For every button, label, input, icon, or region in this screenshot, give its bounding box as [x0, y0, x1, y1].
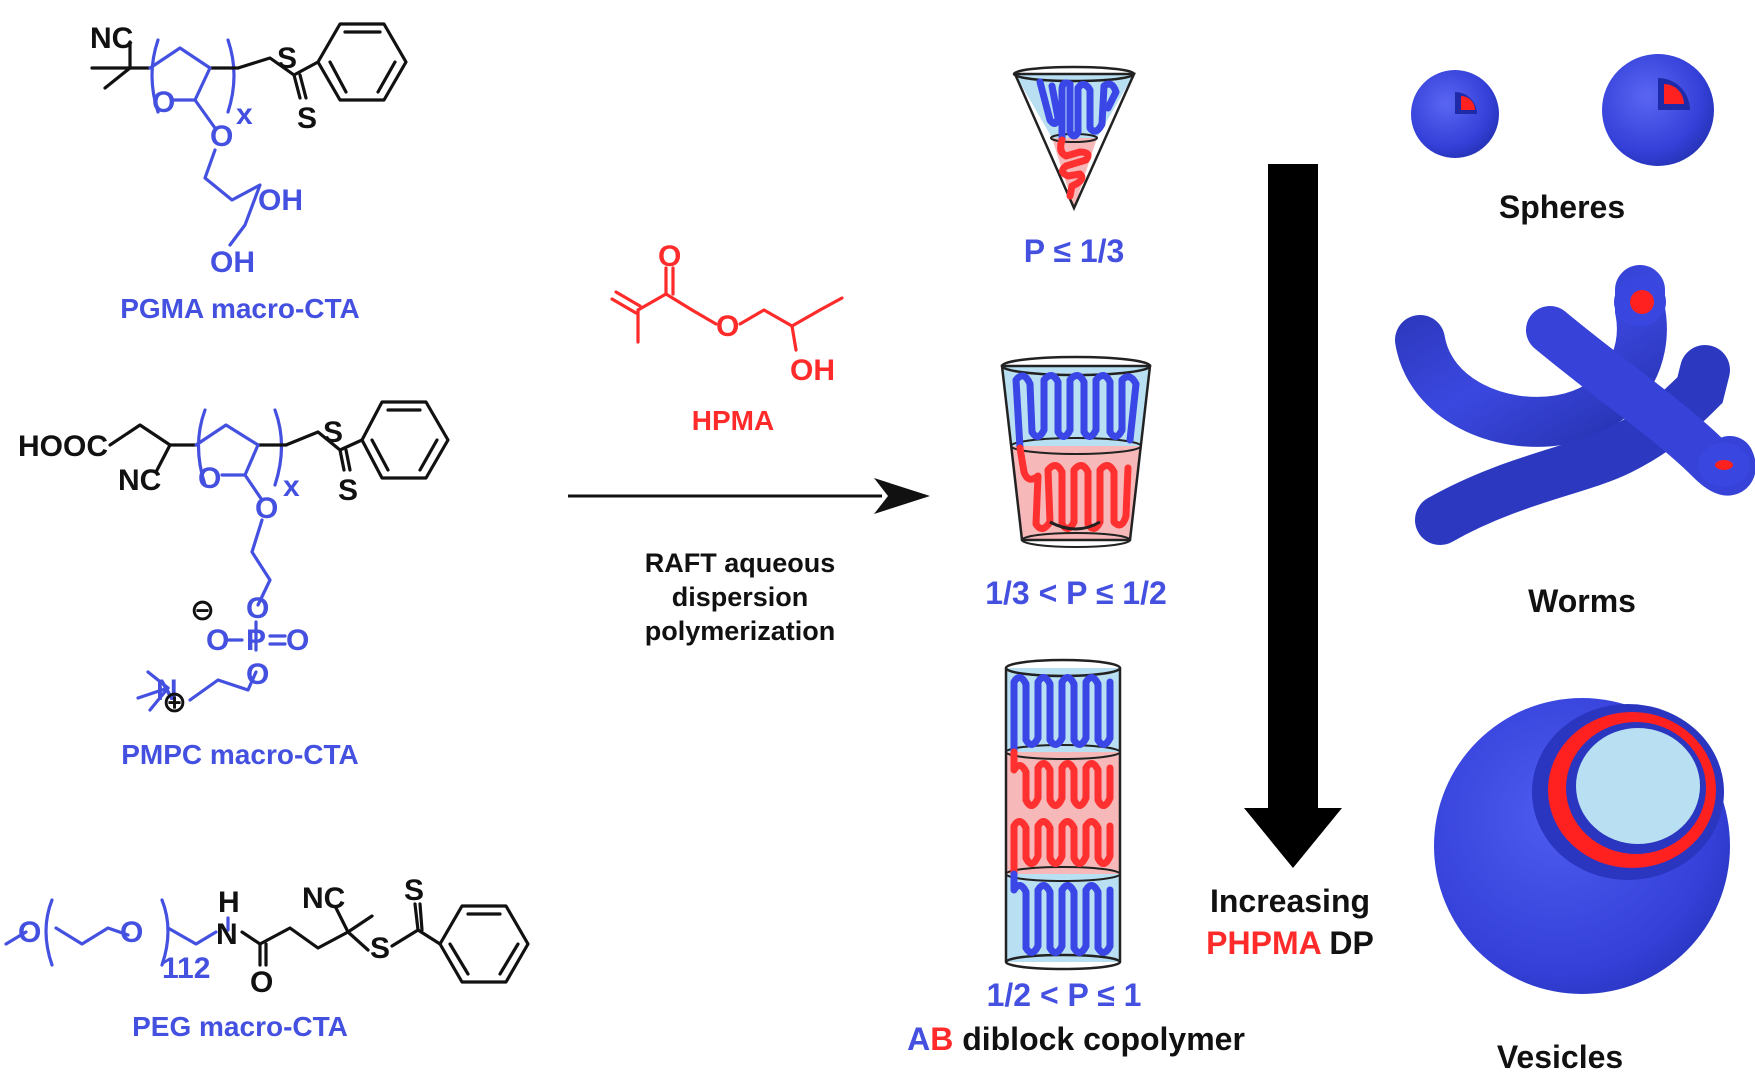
cylinder-shape [1004, 658, 1122, 971]
pmpc-atom-o2: O [255, 492, 278, 525]
pgma-atom-s2: S [297, 102, 317, 135]
vesicle-shape [1434, 698, 1730, 994]
pgma-atom-oh1: OH [258, 184, 303, 217]
reaction-line-1: RAFT aqueous [645, 548, 836, 578]
reaction-line-3: polymerization [645, 616, 836, 646]
hpma-atom-o1: O [658, 240, 681, 273]
hpma-label: HPMA [692, 405, 774, 436]
cone-shape [1012, 65, 1136, 212]
packing-cone-label: P ≤ 1/3 [1024, 233, 1125, 269]
packing-truncated-cone-label: 1/3 < P ≤ 1/2 [985, 575, 1167, 611]
pmpc-atom-o1: O [198, 462, 221, 495]
pmpc-atom-o6: O [246, 658, 269, 691]
pmpc-atom-hooc: HOOC [18, 430, 108, 463]
pmpc-atom-x: x [283, 470, 300, 503]
truncated-cone-shape [1000, 355, 1152, 548]
peg-atom-h: H [218, 886, 240, 919]
trend-line-2: PHPMA DP [1206, 925, 1374, 961]
reaction-line-2: dispersion [672, 582, 809, 612]
pgma-atom-s1: S [277, 42, 297, 75]
pgma-atom-o1: O [152, 86, 175, 119]
trend-line-1: Increasing [1210, 883, 1370, 919]
pmpc-structure: HOOC NC S S O O x O O P O O N ⊖ ⊕ [18, 400, 450, 719]
pgma-label: PGMA macro-CTA [120, 293, 360, 324]
copolymer-rest: diblock copolymer [953, 1021, 1245, 1057]
peg-atom-s2: S [404, 874, 424, 907]
pmpc-atom-minus: ⊖ [190, 594, 215, 627]
worm-shape [1395, 265, 1755, 545]
pmpc-atom-s2: S [338, 474, 358, 507]
pmpc-atom-o3: O [246, 592, 269, 625]
hpma-atom-oh: OH [790, 354, 835, 387]
reaction-arrow [568, 478, 930, 514]
pmpc-atom-plus: ⊕ [162, 686, 187, 719]
sphere-1 [1411, 70, 1499, 158]
peg-atom-n: N [216, 918, 238, 951]
pmpc-label: PMPC macro-CTA [121, 739, 359, 770]
pgma-atom-oh2: OH [210, 246, 255, 279]
packing-cylinder-label: 1/2 < P ≤ 1 [987, 977, 1142, 1013]
pgma-structure: NC S S O O x OH OH [90, 22, 408, 279]
peg-atom-o2: O [120, 916, 143, 949]
hpma-structure: O O OH [610, 240, 844, 387]
spheres-label: Spheres [1499, 189, 1625, 225]
copolymer-a: A [907, 1021, 930, 1057]
peg-label: PEG macro-CTA [132, 1011, 348, 1042]
pmpc-atom-o5: O [286, 624, 309, 657]
pgma-atom-nc: NC [90, 22, 133, 55]
pmpc-atom-s1: S [323, 416, 343, 449]
pmpc-atom-o4: O [206, 624, 229, 657]
peg-atom-o3: O [250, 966, 273, 999]
peg-atom-nc: NC [302, 882, 345, 915]
peg-atom-o1: O [18, 916, 41, 949]
sphere-2 [1602, 54, 1714, 166]
hpma-atom-o2: O [716, 310, 739, 343]
increasing-arrow [1244, 164, 1342, 868]
pmpc-atom-n: N [156, 674, 178, 707]
peg-atom-sub: 112 [162, 952, 210, 985]
pgma-atom-x: x [236, 98, 253, 131]
trend-highlight: PHPMA [1206, 925, 1321, 961]
pgma-atom-o2: O [210, 120, 233, 153]
copolymer-b: B [930, 1021, 953, 1057]
vesicles-label: Vesicles [1497, 1039, 1623, 1075]
pmpc-atom-p: P [246, 624, 266, 657]
worms-label: Worms [1528, 583, 1636, 619]
peg-structure: O O 112 H N O NC S S [4, 874, 530, 999]
peg-atom-s1: S [370, 932, 390, 965]
copolymer-caption: AB diblock copolymer [907, 1021, 1245, 1057]
pmpc-atom-nc: NC [118, 464, 161, 497]
trend-rest: DP [1321, 925, 1374, 961]
